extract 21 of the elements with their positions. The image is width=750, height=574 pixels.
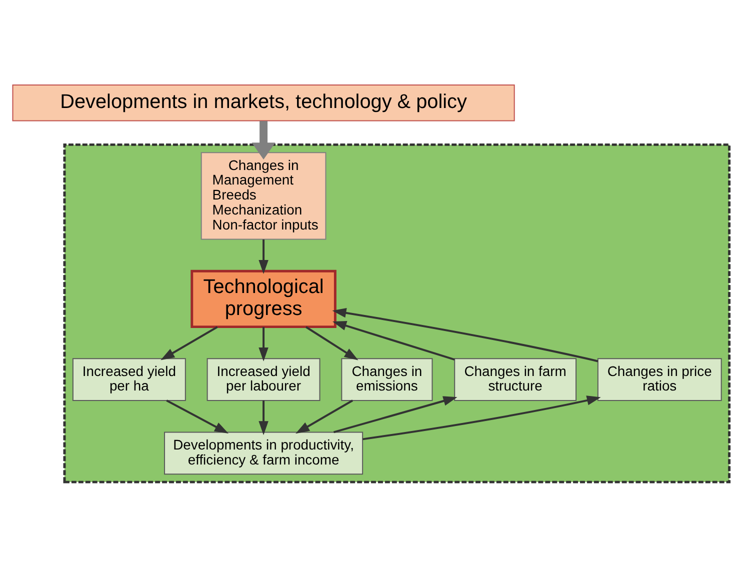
node-box: Changes in farm structure [454, 358, 577, 400]
node-box: Changes in emissions [341, 358, 433, 400]
node-box: Changes in price ratios [597, 358, 722, 400]
node-box: Changes in Management Breeds Mechanization Non-factor inputs [200, 152, 326, 240]
arrow [252, 120, 276, 159]
arrow [258, 238, 268, 274]
node-box: Increased yield per ha [72, 358, 186, 400]
arrow [305, 326, 358, 360]
arrow [258, 400, 268, 435]
arrow [332, 308, 598, 362]
node-box: Developments in productivity, efficiency & farm income [164, 431, 364, 474]
arrow [258, 326, 268, 361]
arrow [160, 326, 218, 360]
arrow [166, 399, 228, 434]
arrow [333, 396, 458, 433]
arrow [332, 320, 455, 360]
node-box: Technological progress [190, 269, 336, 328]
arrow [362, 395, 601, 440]
arrow [296, 399, 354, 434]
node-box: Increased yield per labourer [206, 358, 320, 400]
node-box: Developments in markets, technology & policy [12, 84, 515, 121]
